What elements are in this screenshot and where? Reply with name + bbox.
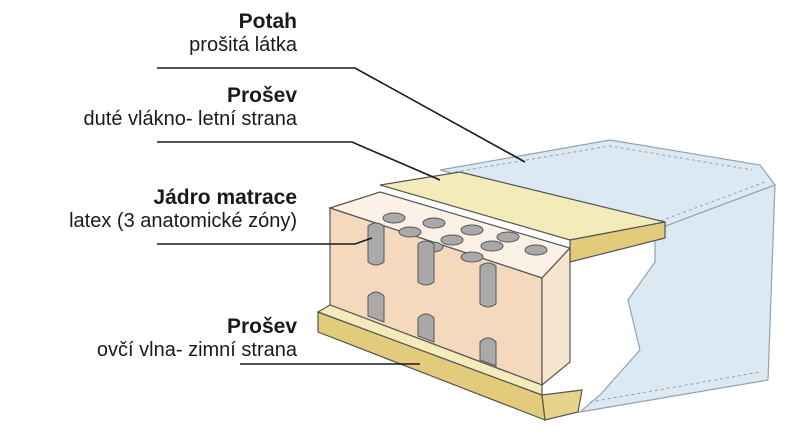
label-bottom-padding-title: Prošev [226,315,297,338]
core-holes-front [367,222,497,367]
bottom-padding-side [541,389,583,421]
bottom-padding-top [316,304,543,396]
label-bottom-padding-desc: ovčí vlna- zimní strana [96,339,297,362]
label-core: Jádro matrace latex (3 anatomické zóny) [69,186,297,233]
label-cover: Potah prošitá látka [189,10,297,57]
cover-side [577,184,776,413]
label-cover-title: Potah [238,10,297,33]
cover-stitch-bottom [589,371,761,403]
core-side [541,246,571,387]
label-core-desc: latex (3 anatomické zóny) [69,210,297,233]
label-bottom-padding: Prošev ovčí vlna- zimní strana [97,315,297,362]
cover-layer [439,139,776,413]
bottom-padding-layer [316,304,583,421]
leader-line-cover [157,67,526,163]
label-top-padding-desc: duté vlákno- letní strana [83,108,297,131]
leader-lines [157,67,526,365]
leader-line-core [157,237,373,245]
label-top-padding: Prošev duté vlákno- letní strana [84,84,297,131]
label-top-padding-title: Prošev [226,84,297,107]
cover-stitch-edge [654,181,766,224]
label-cover-desc: prošitá látka [189,34,297,57]
label-core-title: Jádro matrace [153,186,297,209]
cover-stitch-top [454,145,753,173]
leader-line-top-padding [157,141,441,181]
